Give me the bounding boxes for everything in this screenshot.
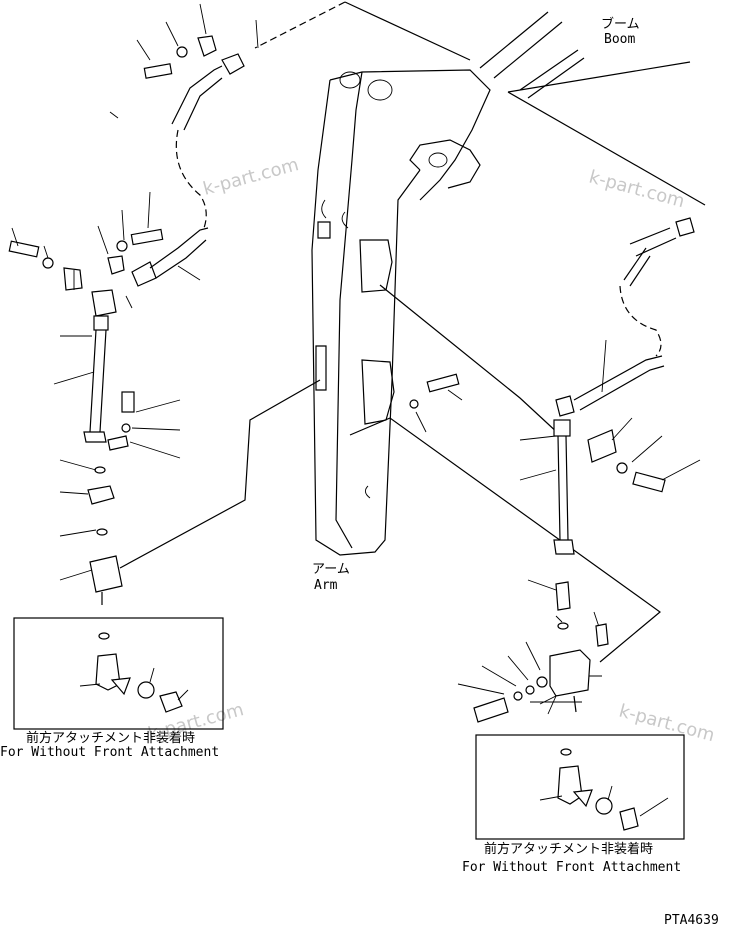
- boom-label: Boom: [604, 32, 635, 47]
- boom-label-jp: ブーム: [601, 16, 640, 32]
- callout-leaders-left: [11, 3, 259, 581]
- note-right-jp: 前方アタッチメント非装着時: [484, 841, 653, 857]
- arm-illustration: [311, 69, 491, 556]
- watermark: k-part.com: [617, 701, 717, 747]
- arm-label-jp: アーム: [312, 562, 350, 577]
- drawing-number: PTA4639: [664, 913, 719, 928]
- hose-assembly-upper: [8, 35, 245, 291]
- arm-label: Arm: [314, 578, 338, 593]
- leader-line: [349, 417, 661, 663]
- inset-left: [13, 617, 224, 730]
- note-left: For Without Front Attachment: [0, 745, 219, 760]
- tube-assembly-left: [83, 289, 135, 605]
- hose-assembly-right: [409, 217, 695, 555]
- leader-line: [119, 379, 321, 569]
- inset-right: [475, 734, 685, 840]
- note-left-jp: 前方アタッチメント非装着時: [26, 730, 195, 746]
- boom-illustration: [254, 1, 706, 206]
- fitting-group-right: [473, 581, 609, 723]
- leader-line: [379, 284, 561, 436]
- watermark: k-part.com: [201, 154, 301, 200]
- watermark: k-part.com: [587, 167, 687, 213]
- note-right: For Without Front Attachment: [462, 860, 681, 875]
- callout-leaders-right: [415, 339, 701, 703]
